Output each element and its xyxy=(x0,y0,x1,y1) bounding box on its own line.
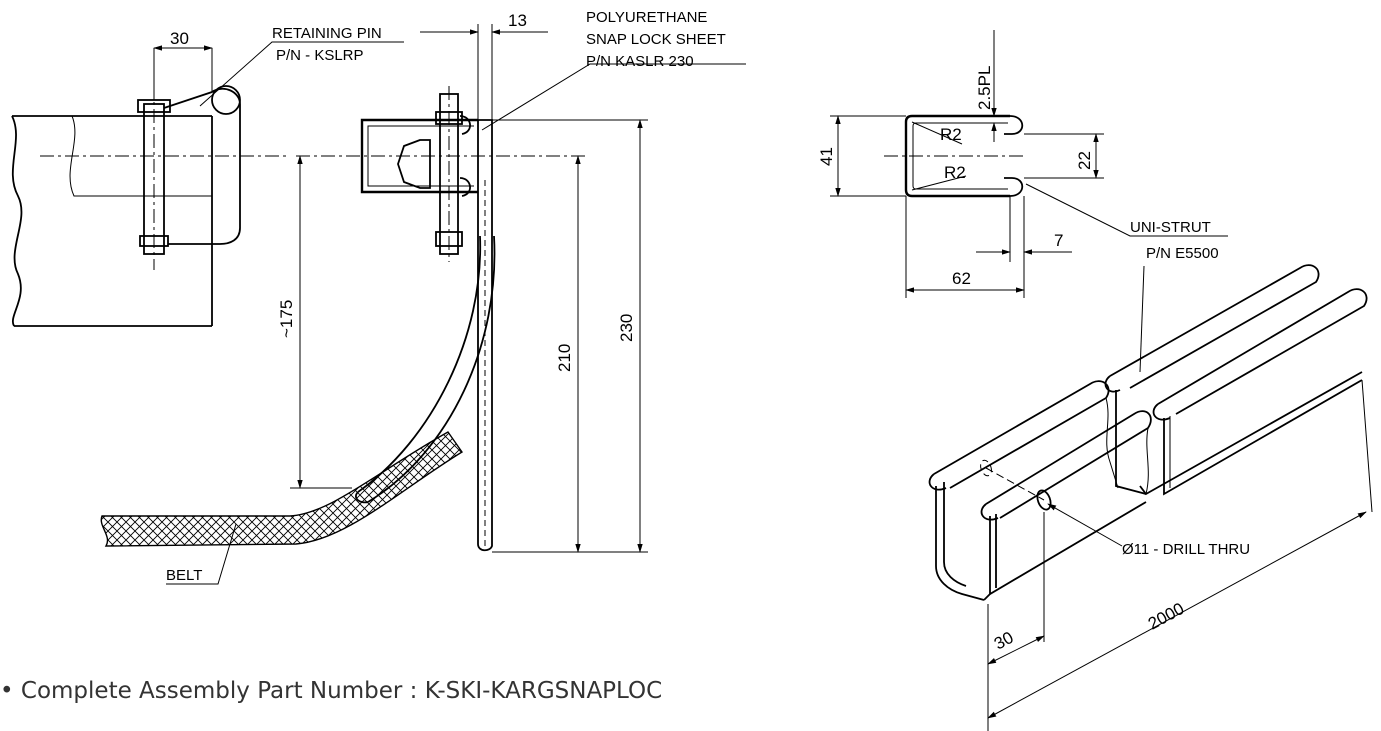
wall-thickness-dim: 2.5PL xyxy=(975,66,994,110)
radius-bottom-dim: R2 xyxy=(944,163,966,182)
slot-22-dim: 22 xyxy=(1075,151,1094,170)
polyurethane-label: POLYURETHANE xyxy=(586,9,707,26)
height-230-dim: 230 xyxy=(617,314,636,342)
height-41-dim: 41 xyxy=(817,147,836,166)
bullet: • xyxy=(0,678,14,704)
belt-label: BELT xyxy=(166,567,202,584)
radius-top-dim: R2 xyxy=(940,125,962,144)
unistrut-part-number: P/N E5500 xyxy=(1146,245,1219,262)
snap-lock-sheet-view: BELT 13 POLYURETHANE SNAP LOCK SHEET P/N… xyxy=(100,9,746,585)
retaining-pin-part-number: P/N - KSLRP xyxy=(276,47,364,64)
curve-175-dim: ~175 xyxy=(277,300,296,338)
snap-lock-part-number: P/N KASLR 230 xyxy=(586,53,694,70)
offset-13-dim: 13 xyxy=(508,11,527,30)
hole-30-dim: 30 xyxy=(991,628,1017,654)
unistrut-label: UNI-STRUT xyxy=(1130,219,1211,236)
retaining-pin-label: RETAINING PIN xyxy=(272,25,382,42)
drill-thru-label: Ø11 - DRILL THRU xyxy=(1122,541,1250,558)
height-210-dim: 210 xyxy=(555,344,574,372)
snap-lock-sheet-label: SNAP LOCK SHEET xyxy=(586,31,726,48)
retaining-pin-view: 30 RETAINING PIN P/N - KSLRP xyxy=(11,25,404,327)
unistrut-isometric-view: Ø11 - DRILL THRU 30 2000 xyxy=(928,264,1373,731)
length-2000-dim: 2000 xyxy=(1145,599,1187,634)
lip-7-dim: 7 xyxy=(1054,231,1063,250)
width-62-dim: 62 xyxy=(952,269,971,288)
assembly-part-number-text: Complete Assembly Part Number : K-SKI-KA… xyxy=(20,678,663,704)
unistrut-section-view: R2 R2 2.5PL 41 22 7 62 UNI-STRUT P/N E55… xyxy=(817,30,1228,373)
assembly-part-number-note: • Complete Assembly Part Number : K-SKI-… xyxy=(0,678,662,704)
pin-spacing-dim: 30 xyxy=(170,29,189,48)
